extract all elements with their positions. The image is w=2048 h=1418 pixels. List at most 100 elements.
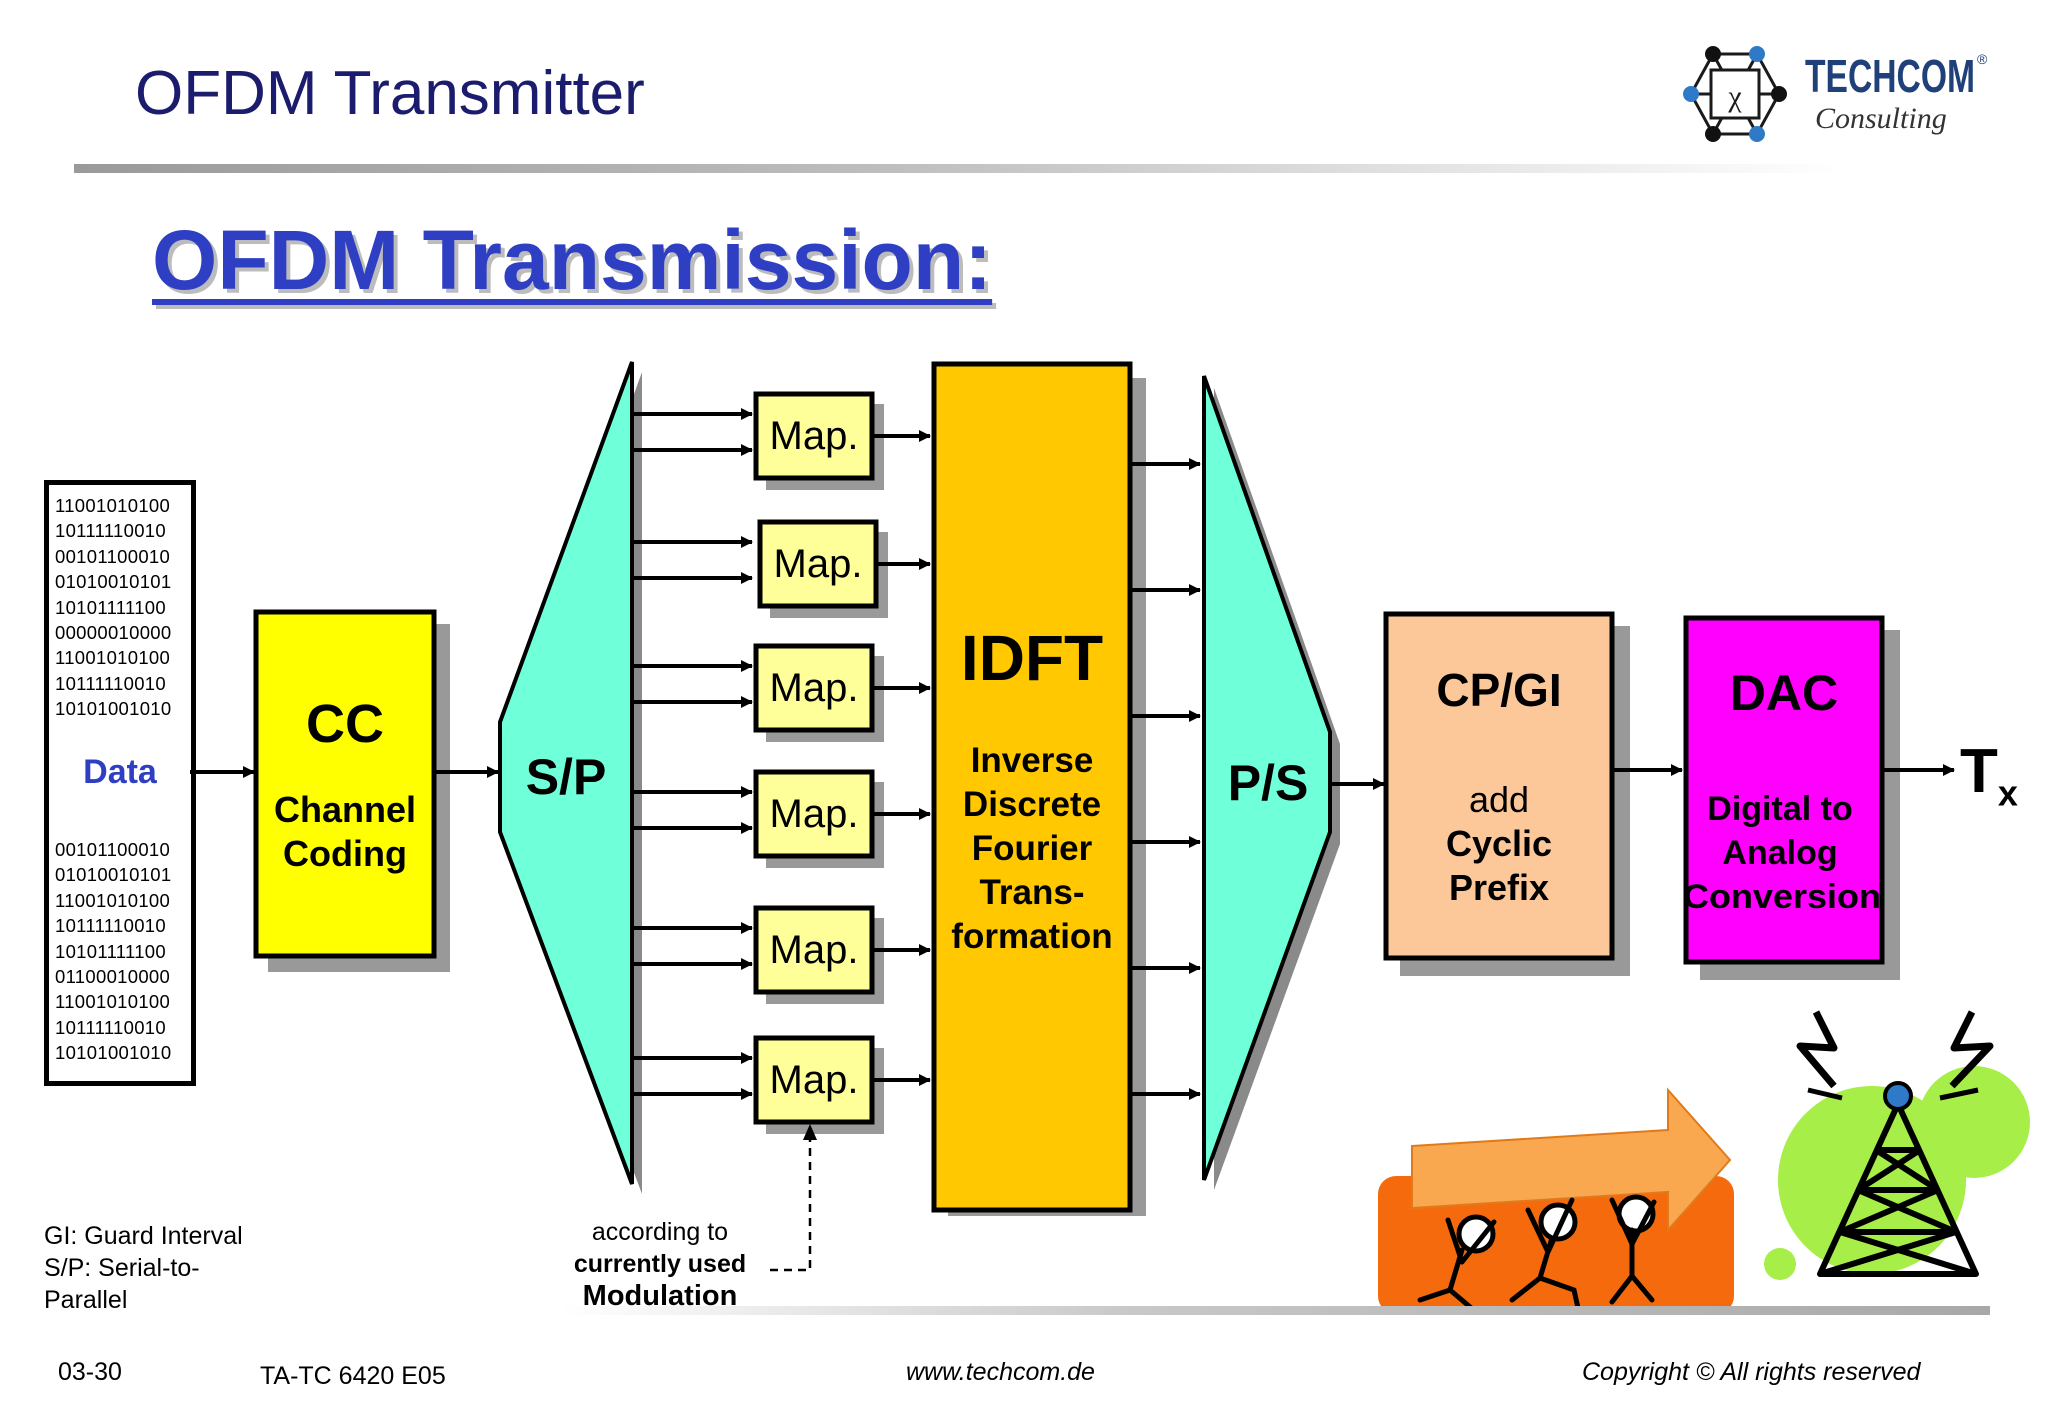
map-block: Map. bbox=[753, 769, 884, 868]
map-block: Map. bbox=[753, 391, 884, 490]
bit-row: 10101111100 bbox=[55, 596, 166, 618]
logo-sub: Consulting bbox=[1815, 102, 1947, 135]
map-box bbox=[753, 905, 875, 995]
bit-row: 00101100010 bbox=[55, 839, 171, 860]
tx-output-label: Tx bbox=[1960, 736, 2018, 814]
ps-block: P/S bbox=[1202, 375, 1340, 1190]
idft-line-5: formation bbox=[951, 917, 1112, 956]
cp-box bbox=[1383, 611, 1615, 961]
bit-row: 10111110010 bbox=[55, 672, 166, 694]
legend-line-2: S/P: Serial-to- bbox=[44, 1254, 200, 1282]
map-block: Map. bbox=[753, 1035, 884, 1134]
map-box bbox=[753, 1035, 875, 1125]
modulation-arrowhead bbox=[803, 1124, 817, 1140]
sp-block: S/P bbox=[498, 361, 642, 1194]
dac-box bbox=[1683, 615, 1885, 965]
logo-network-icon: χ bbox=[1683, 46, 1787, 142]
map-box bbox=[753, 769, 875, 859]
bit-row: 01100010000 bbox=[55, 966, 171, 987]
map-box bbox=[753, 643, 875, 733]
bit-row: 10111110010 bbox=[55, 1016, 166, 1038]
dac-line1: Digital to bbox=[1707, 790, 1852, 828]
logo-registered: ® bbox=[1977, 51, 1988, 67]
legend-line-1: GI: Guard Interval bbox=[44, 1222, 243, 1250]
bit-row: 10111110010 bbox=[55, 915, 166, 937]
footer-url[interactable]: www.techcom.de bbox=[906, 1358, 1095, 1386]
cp-title: CP/GI bbox=[1436, 664, 1561, 716]
cp-line1: add bbox=[1469, 779, 1529, 820]
dac-block: DAC Digital to Analog Conversion bbox=[1683, 615, 1900, 980]
main-title: OFDM Transmission: bbox=[152, 213, 993, 307]
idft-box bbox=[931, 361, 1133, 1213]
bit-row: 10101111100 bbox=[55, 940, 166, 962]
map-label: Map. bbox=[770, 792, 859, 836]
dac-line3: Conversion bbox=[1683, 878, 1881, 916]
bit-row: 00101100010 bbox=[55, 545, 171, 567]
header-rule bbox=[74, 164, 1844, 173]
map-boxes: Map. Map. Map. Map. Map. Map. bbox=[753, 391, 888, 1134]
idft-block: IDFT Inverse Discrete Fourier Trans- for… bbox=[931, 361, 1146, 1216]
footer-copyright: Copyright © All rights reserved bbox=[1582, 1358, 1921, 1386]
abbreviation-legend: GI: Guard Interval S/P: Serial-to- Paral… bbox=[44, 1220, 243, 1316]
cc-title: CC bbox=[306, 694, 384, 754]
map-block: Map. bbox=[753, 905, 884, 1004]
footer-page-number: 03-30 bbox=[58, 1358, 122, 1386]
techcom-logo: χ TECHCOM ® Consulting bbox=[1683, 46, 1988, 142]
modulation-dashed-line bbox=[770, 1140, 812, 1272]
tx-main: T bbox=[1960, 737, 1998, 806]
map-label: Map. bbox=[770, 1058, 859, 1102]
note-line-2: currently used bbox=[573, 1250, 747, 1278]
idft-line-3: Fourier bbox=[972, 829, 1093, 868]
bit-row: 11001010100 bbox=[55, 647, 171, 669]
bit-row: 10111110010 bbox=[55, 520, 166, 542]
bit-row: 01010010101 bbox=[55, 571, 172, 593]
idft-to-ps-arrows bbox=[874, 430, 1201, 1100]
bit-row: 01010010101 bbox=[55, 864, 172, 886]
bit-row: 10101001010 bbox=[55, 1042, 172, 1064]
footer-course-code: TA-TC 6420 E05 bbox=[260, 1362, 446, 1390]
cp-line3: Prefix bbox=[1449, 867, 1549, 908]
map-box bbox=[753, 391, 875, 481]
ps-label: P/S bbox=[1228, 755, 1309, 811]
cc-box bbox=[253, 609, 437, 959]
sp-to-map-arrows bbox=[634, 408, 753, 1100]
svg-text:χ: χ bbox=[1727, 80, 1742, 113]
cc-line1: Channel bbox=[274, 789, 416, 830]
data-label: Data bbox=[83, 753, 157, 791]
map-block: Map. bbox=[757, 519, 888, 618]
idft-line-1: Inverse bbox=[971, 741, 1094, 780]
cc-line2: Coding bbox=[283, 833, 407, 874]
footer-rule bbox=[560, 1306, 1990, 1315]
dac-line2: Analog bbox=[1722, 834, 1837, 872]
idft-title: IDFT bbox=[961, 622, 1103, 694]
bit-row: 11001010100 bbox=[55, 991, 171, 1013]
cp-line2: Cyclic bbox=[1446, 823, 1552, 864]
sp-label: S/P bbox=[526, 749, 607, 805]
tx-sub: x bbox=[1997, 772, 2018, 814]
map-label: Map. bbox=[770, 928, 859, 972]
legend-line-3: Parallel bbox=[44, 1286, 128, 1314]
map-block: Map. bbox=[753, 643, 884, 742]
note-line-1: according to bbox=[591, 1218, 729, 1246]
map-label: Map. bbox=[774, 542, 863, 586]
cp-block: CP/GI add Cyclic Prefix bbox=[1383, 611, 1630, 976]
radio-tower-icon bbox=[1764, 1010, 2030, 1280]
ps-shape bbox=[1202, 375, 1332, 1181]
sp-shape bbox=[498, 361, 634, 1185]
map-label: Map. bbox=[770, 414, 859, 458]
data-bits-block: 11001010100 10111110010 00101100010 0101001… bbox=[44, 480, 196, 1086]
header-title: OFDM Transmitter bbox=[135, 59, 645, 128]
bit-row: 10101001010 bbox=[55, 698, 172, 720]
map-box bbox=[757, 519, 879, 609]
bit-row: 00000010000 bbox=[55, 622, 172, 643]
bit-row: 11001010100 bbox=[55, 495, 171, 516]
cc-block: CC Channel Coding bbox=[253, 609, 450, 972]
team-pushing-arrow-illustration bbox=[1378, 1087, 1734, 1315]
logo-name: TECHCOM bbox=[1805, 50, 1975, 102]
idft-line-4: Trans- bbox=[979, 873, 1084, 912]
map-label: Map. bbox=[770, 666, 859, 710]
bit-row: 11001010100 bbox=[55, 889, 171, 911]
dac-title: DAC bbox=[1730, 665, 1838, 721]
